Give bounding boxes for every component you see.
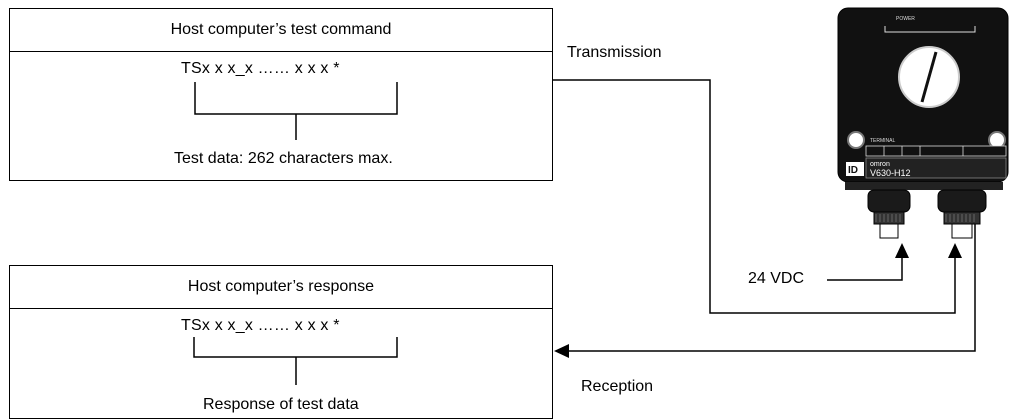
command-bracket <box>194 82 398 140</box>
response-note: Response of test data <box>203 396 359 413</box>
device-terminal-label: TERMINAL <box>870 138 896 144</box>
test-data-note: Test data: 262 characters max. <box>174 150 393 167</box>
test-command-box: Host computer’s test command <box>9 8 553 181</box>
power-line <box>827 258 903 281</box>
transmission-arrowhead <box>948 243 962 258</box>
response-title: Host computer’s response <box>10 266 552 309</box>
device-badge: ID <box>848 165 858 176</box>
test-command-title: Host computer’s test command <box>10 9 552 52</box>
device-model: V630-H12 <box>870 168 911 178</box>
reception-line <box>566 220 976 352</box>
reception-label: Reception <box>581 378 654 395</box>
power-label: 24 VDC <box>748 270 805 287</box>
response-bracket <box>193 337 398 385</box>
test-command-text: TSx x x_x …… x x x * <box>181 60 340 77</box>
transmission-label: Transmission <box>567 44 662 61</box>
reception-arrowhead <box>554 344 569 358</box>
response-command-text: TSx x x_x …… x x x * <box>181 317 340 334</box>
power-arrowhead <box>895 243 909 258</box>
device-top-label: POWER <box>896 16 915 22</box>
mount-hole-left-icon <box>847 131 865 149</box>
transmission-line <box>553 79 956 314</box>
device-brand: omron <box>870 161 890 168</box>
